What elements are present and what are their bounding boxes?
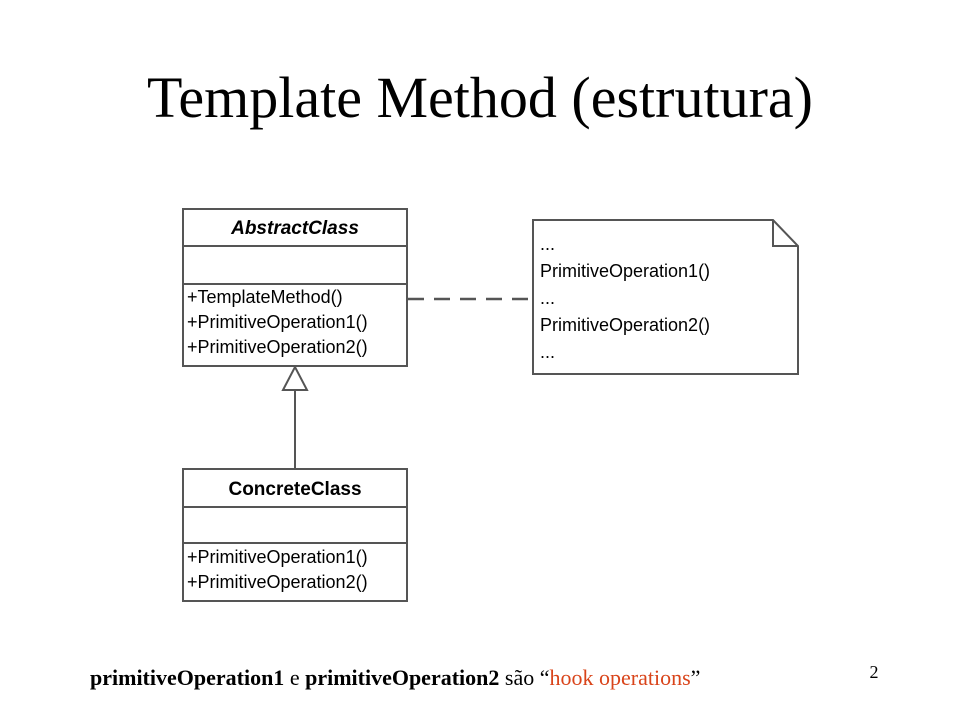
footer-caption: primitiveOperation1 e primitiveOperation… xyxy=(90,664,850,692)
concrete-class-name: ConcreteClass xyxy=(228,479,361,500)
note-line: PrimitiveOperation2() xyxy=(540,315,710,335)
inheritance-arrow xyxy=(281,364,309,469)
concrete-class-operation: +PrimitiveOperation2() xyxy=(187,572,368,592)
concrete-class-operation: +PrimitiveOperation1() xyxy=(187,547,368,567)
concrete-class-box: ConcreteClass +PrimitiveOperation1() +Pr… xyxy=(182,468,408,602)
abstract-class-box: AbstractClass +TemplateMethod() +Primiti… xyxy=(182,208,408,367)
abstract-class-operation: +PrimitiveOperation2() xyxy=(187,337,368,357)
note-line: ... xyxy=(540,342,555,362)
note-line: PrimitiveOperation1() xyxy=(540,261,710,281)
abstract-class-name: AbstractClass xyxy=(230,218,359,239)
footer-text: ” xyxy=(690,665,701,690)
slide-number: 2 xyxy=(869,662,879,682)
abstract-class-operation: +TemplateMethod() xyxy=(187,287,343,307)
note-line: ... xyxy=(540,288,555,308)
footer-text: e xyxy=(284,665,306,690)
footer-term-1: primitiveOperation1 xyxy=(90,665,285,690)
note-box: ... PrimitiveOperation1() ... PrimitiveO… xyxy=(532,219,799,375)
footer-term-2: primitiveOperation2 xyxy=(305,665,500,690)
footer-hook-term: hook operations xyxy=(549,665,691,690)
note-line: ... xyxy=(540,234,555,254)
footer-text: são “ xyxy=(499,665,550,690)
slide-title: Template Method (estrutura) xyxy=(147,65,813,130)
abstract-class-operation: +PrimitiveOperation1() xyxy=(187,312,368,332)
